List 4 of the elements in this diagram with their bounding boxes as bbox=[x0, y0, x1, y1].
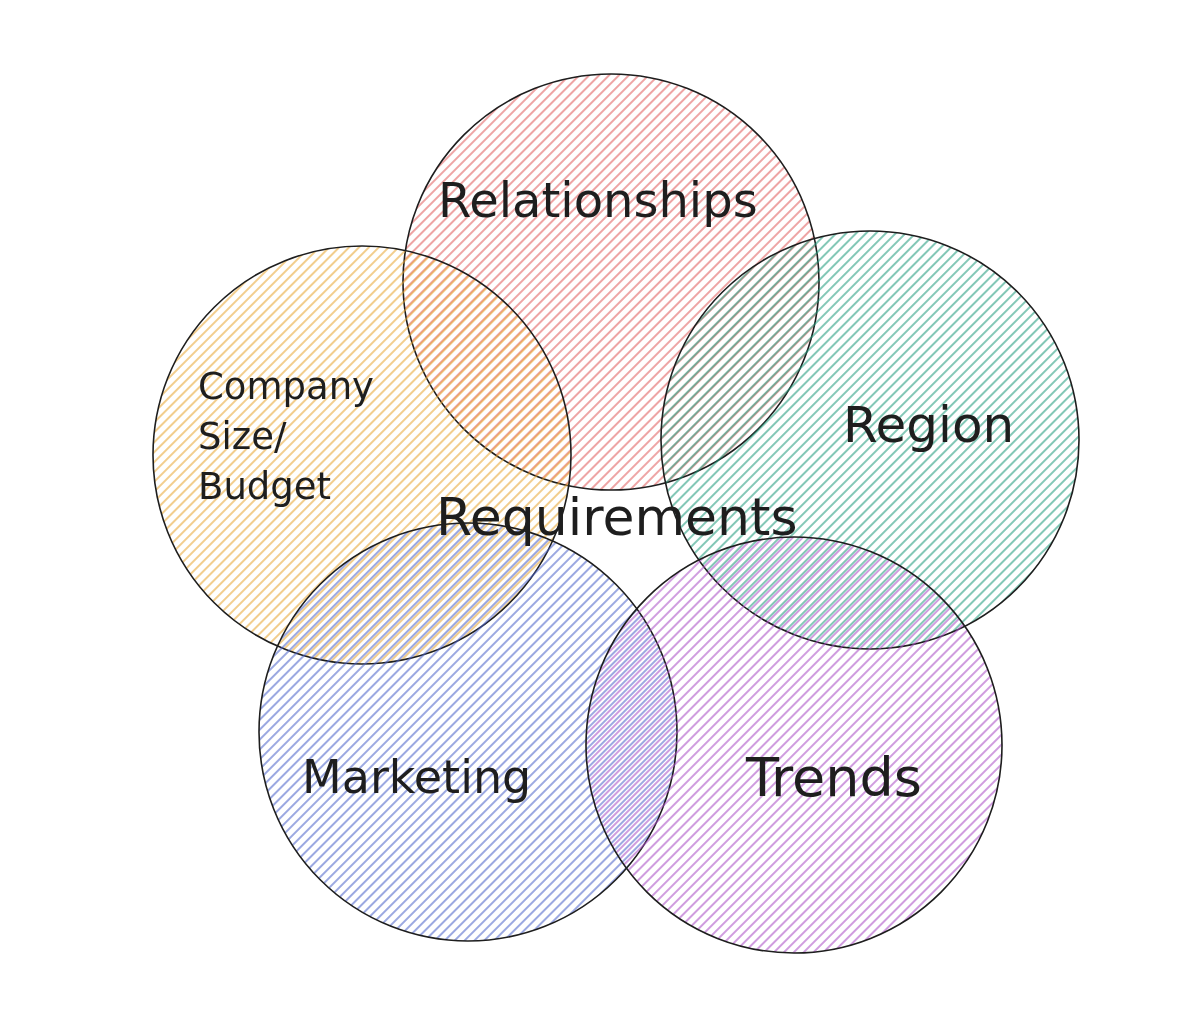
circle-label: Company Size/ Budget bbox=[198, 364, 376, 510]
circle-label: Relationships bbox=[438, 171, 758, 230]
circle-label: Marketing bbox=[302, 749, 532, 806]
circle-label: Trends bbox=[746, 745, 922, 811]
